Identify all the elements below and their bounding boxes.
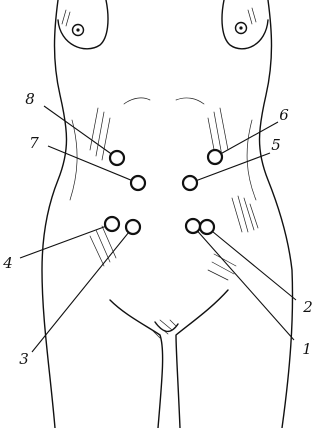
leader-line-1 <box>193 226 294 340</box>
port-label-7: 7 <box>29 134 39 152</box>
port-marker-3 <box>126 220 140 234</box>
leader-line-6 <box>215 122 278 157</box>
leader-line-5 <box>190 153 270 183</box>
port-markers <box>105 150 222 234</box>
leader-line-8 <box>44 106 117 158</box>
leader-line-3 <box>32 227 133 352</box>
port-marker-8 <box>110 151 124 165</box>
port-marker-5 <box>183 176 197 190</box>
port-marker-7 <box>131 176 145 190</box>
port-marker-1 <box>186 219 200 233</box>
port-marker-6 <box>208 150 222 164</box>
port-label-6: 6 <box>279 106 289 124</box>
port-marker-2 <box>200 220 214 234</box>
port-label-3: 3 <box>19 350 29 368</box>
port-label-5: 5 <box>271 136 281 154</box>
chest <box>58 0 268 49</box>
port-marker-4 <box>105 217 119 231</box>
port-label-2: 2 <box>302 298 313 316</box>
torso-outline <box>42 0 293 428</box>
port-label-8: 8 <box>25 90 35 108</box>
port-label-1: 1 <box>302 340 312 358</box>
port-label-4: 4 <box>2 254 13 272</box>
leader-lines <box>20 106 296 352</box>
leader-line-2 <box>207 227 296 300</box>
leader-line-7 <box>48 146 138 183</box>
